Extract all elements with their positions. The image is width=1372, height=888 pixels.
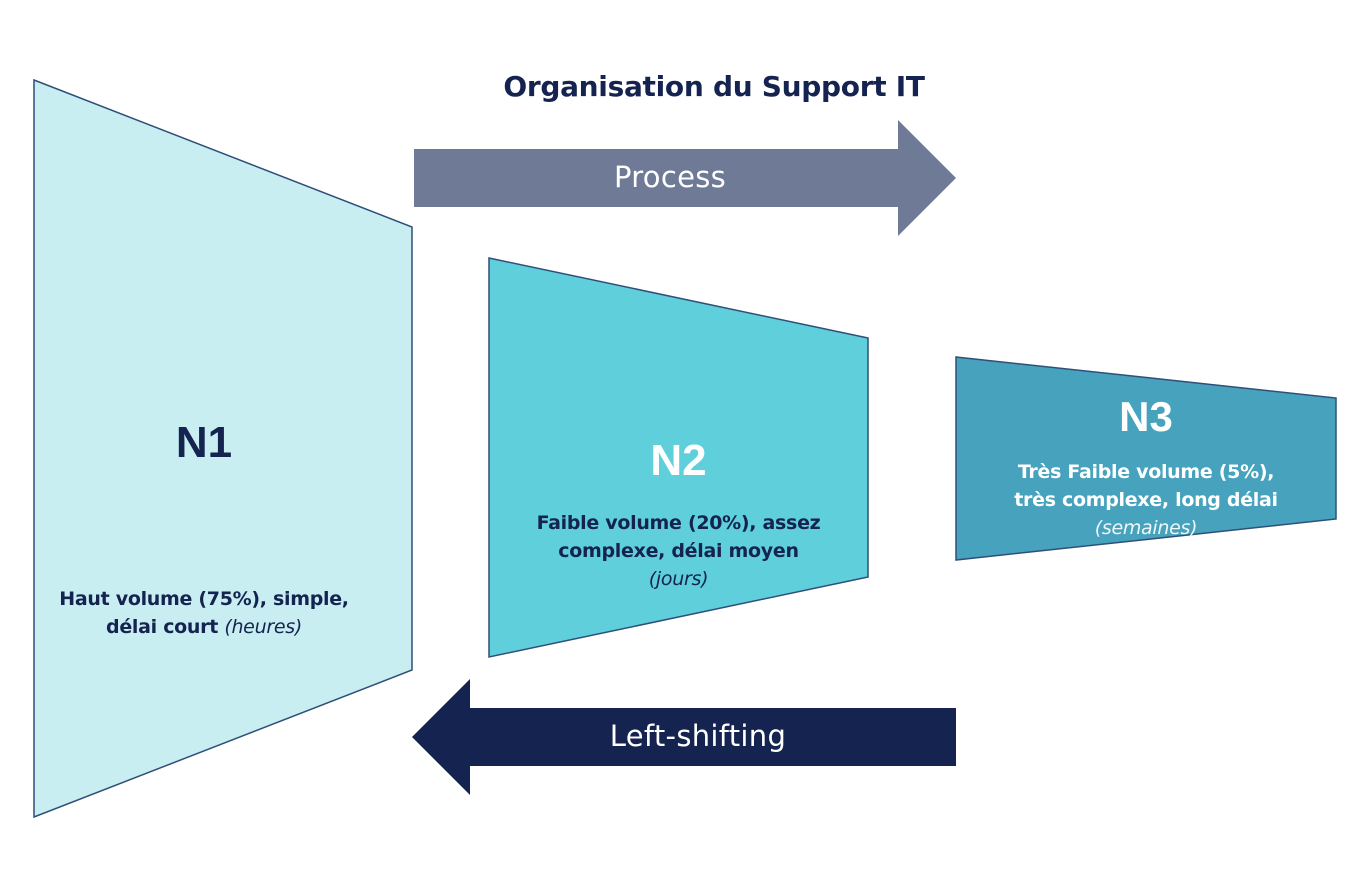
n1-desc-duration: (heures)	[224, 616, 302, 638]
n3-desc-line-1: Très Faible volume (5%),	[1017, 461, 1275, 483]
n3-trapezoid	[955, 356, 1337, 561]
n3-label: N3	[1119, 393, 1173, 440]
n1-desc-line-1: Haut volume (75%), simple,	[59, 588, 349, 610]
n2-label: N2	[650, 436, 707, 485]
n3-description: Très Faible volume (5%), très complexe, …	[956, 458, 1336, 542]
n1-description: Haut volume (75%), simple, délai court (…	[34, 585, 374, 641]
process-arrow-label: Process	[613, 160, 727, 194]
n2-description: Faible volume (20%), assez complexe, dél…	[489, 509, 868, 593]
left-shifting-arrow	[412, 679, 956, 795]
n3-desc-line-2: très complexe, long délai	[1014, 489, 1278, 511]
n2-trapezoid	[488, 257, 869, 658]
n1-trapezoid	[33, 78, 413, 819]
n3-desc-duration: (semaines)	[1094, 517, 1198, 539]
n2-desc-line-2: complexe, délai moyen	[558, 540, 799, 562]
n2-desc-line-1: Faible volume (20%), assez	[536, 512, 821, 534]
n1-label: N1	[175, 418, 233, 467]
n2-desc-duration: (jours)	[648, 568, 709, 590]
process-arrow	[414, 120, 956, 236]
left-shifting-arrow-label: Left-shifting	[609, 719, 787, 753]
n1-desc-line-2: délai court	[106, 616, 218, 638]
diagram-title: Organisation du Support IT	[503, 70, 925, 103]
